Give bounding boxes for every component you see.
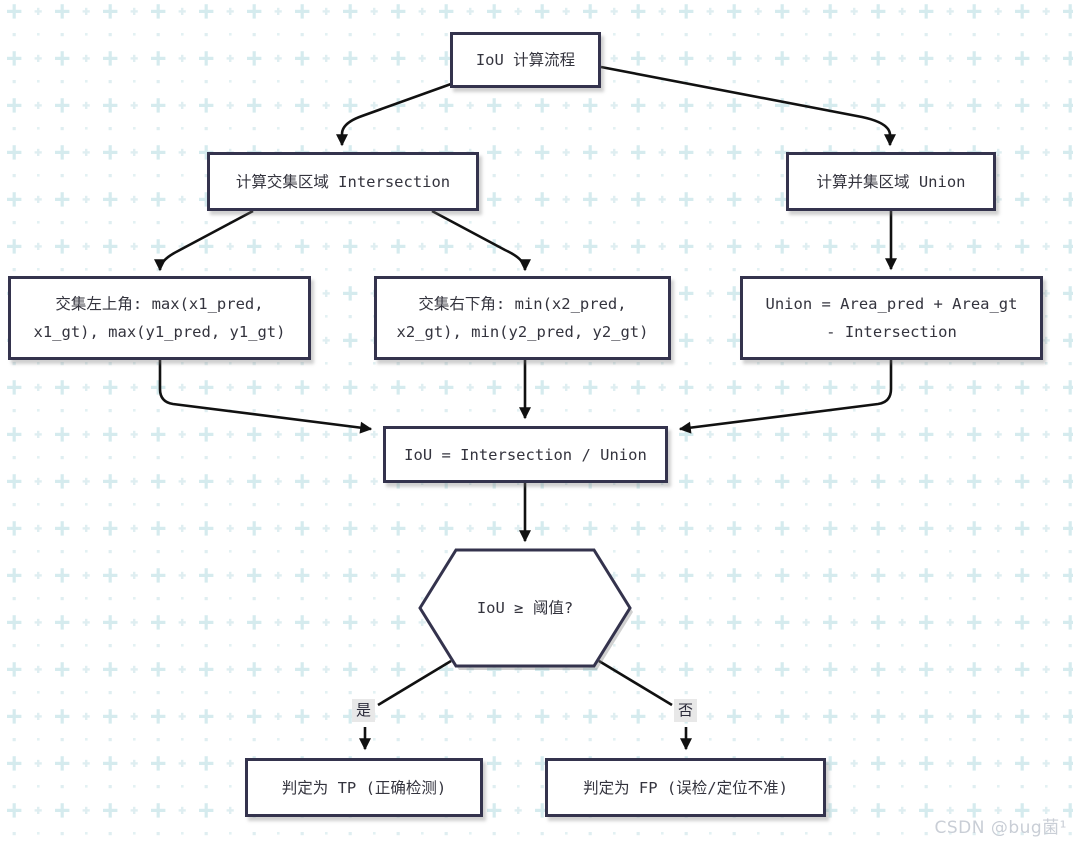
node-start: IoU 计算流程 [450,32,601,88]
node-fp: 判定为 FP (误检/定位不准) [545,758,826,817]
node-start-label: IoU 计算流程 [475,51,576,69]
node-intersection-bottomright: 交集右下角: min(x2_pred, x2_gt), min(y2_pred,… [374,276,671,360]
node-intersection-topleft: 交集左上角: max(x1_pred, x1_gt), max(y1_pred,… [8,276,311,360]
node-union-formula: Union = Area_pred + Area_gt - Intersecti… [740,276,1043,360]
edge-intersection-to-topleft [154,209,254,272]
csdn-watermark: CSDN @bug菌¹ [934,818,1067,838]
node-calc-union-label: 计算并集区域 Union [816,172,966,191]
node-calc-intersection-label: 计算交集区域 Intersection [235,172,451,191]
edge-decision-to-no [598,659,673,707]
edge-label-no: 否 [674,699,698,722]
edge-decision-to-yes [377,659,452,707]
node-iou-formula: IoU = Intersection / Union [383,426,668,483]
node-intersection-bottomright-label: 交集右下角: min(x2_pred, x2_gt), min(y2_pred,… [396,295,649,341]
node-fp-label: 判定为 FP (误检/定位不准) [583,778,788,797]
node-decision-label-wrap: IoU ≥ 阈值? [430,585,620,629]
node-calc-union: 计算并集区域 Union [786,152,996,211]
node-tp-label: 判定为 TP (正确检测) [281,778,447,797]
edge-start-to-union [600,65,896,147]
edge-intersection-to-bottomright [431,209,531,272]
edge-label-yes: 是 [352,699,376,722]
edge-topleft-to-iou [158,360,373,434]
node-iou-formula-label: IoU = Intersection / Union [404,445,647,464]
node-intersection-topleft-label: 交集左上角: max(x1_pred, x1_gt), max(y1_pred,… [33,295,286,341]
decision-hexagon [418,548,633,670]
edge-unionformula-to-iou [678,360,893,434]
edge-start-to-intersection [336,82,452,147]
node-tp: 判定为 TP (正确检测) [245,758,483,817]
node-calc-intersection: 计算交集区域 Intersection [207,152,479,211]
node-decision-label: IoU ≥ 阈值? [476,599,574,617]
node-union-formula-label: Union = Area_pred + Area_gt - Intersecti… [765,295,1018,341]
